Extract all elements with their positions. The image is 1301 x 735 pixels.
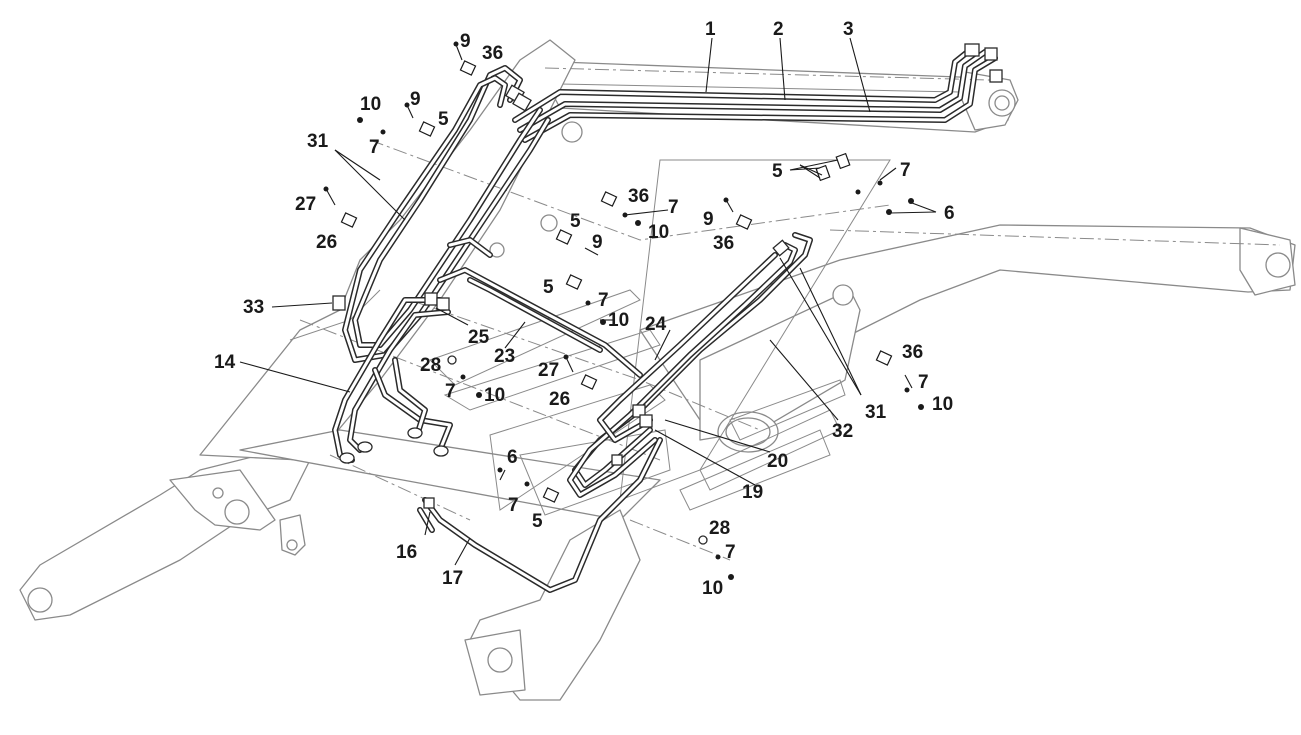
callout-label: 6 — [944, 203, 955, 224]
callout-label: 7 — [369, 137, 380, 158]
callout-label: 32 — [832, 421, 853, 442]
callout-label: 9 — [703, 209, 714, 230]
callout-label: 9 — [460, 31, 471, 52]
callout-label: 5 — [772, 161, 783, 182]
callout-label: 10 — [648, 222, 669, 243]
callout-label: 31 — [307, 131, 329, 152]
callout-label: 33 — [243, 297, 264, 318]
callout-label: 36 — [902, 342, 923, 363]
callout-label: 28 — [709, 518, 730, 539]
callout-label: 7 — [508, 495, 519, 516]
callout-label: 5 — [438, 109, 449, 130]
callout-label: 36 — [713, 233, 734, 254]
callout-label: 10 — [702, 578, 723, 599]
callout-label: 36 — [482, 43, 503, 64]
callout-label: 6 — [507, 447, 518, 468]
callout-labels: 1 2 3 9 36 10 9 5 7 31 5 7 6 27 36 7 10 … — [214, 19, 955, 599]
callout-label: 17 — [442, 568, 463, 589]
callout-label: 10 — [360, 94, 381, 115]
callout-label: 10 — [932, 394, 953, 415]
callout-label: 1 — [705, 19, 716, 40]
callout-label: 23 — [494, 346, 515, 367]
leader-lines — [239, 37, 937, 566]
callout-label: 24 — [645, 314, 667, 335]
callout-label: 10 — [608, 310, 629, 331]
clamps-and-bolts — [323, 41, 924, 580]
callout-label: 27 — [295, 194, 316, 215]
callout-label: 7 — [445, 381, 456, 402]
callout-label: 20 — [767, 451, 788, 472]
callout-label: 26 — [549, 389, 570, 410]
callout-label: 2 — [773, 19, 784, 40]
callout-label: 7 — [918, 372, 929, 393]
callout-label: 16 — [396, 542, 417, 563]
callout-label: 36 — [628, 186, 649, 207]
loader-frame — [19, 39, 1296, 701]
callout-label: 10 — [484, 385, 505, 406]
callout-label: 5 — [570, 211, 581, 232]
callout-label: 25 — [468, 327, 490, 348]
callout-label: 5 — [532, 511, 543, 532]
callout-label: 27 — [538, 360, 559, 381]
callout-label: 7 — [900, 160, 911, 181]
hydraulic-lines — [332, 47, 998, 593]
callout-label: 7 — [725, 542, 736, 563]
callout-label: 31 — [865, 402, 887, 423]
callout-label: 7 — [598, 290, 609, 311]
callout-label: 3 — [843, 19, 854, 40]
callout-label: 9 — [592, 232, 603, 253]
callout-label: 9 — [410, 89, 421, 110]
callout-label: 26 — [316, 232, 337, 253]
callout-label: 5 — [543, 277, 554, 298]
callout-label: 28 — [420, 355, 441, 376]
fittings — [332, 43, 1003, 509]
callout-label: 7 — [668, 197, 679, 218]
callout-label: 19 — [742, 482, 763, 503]
callout-label: 14 — [214, 352, 236, 373]
